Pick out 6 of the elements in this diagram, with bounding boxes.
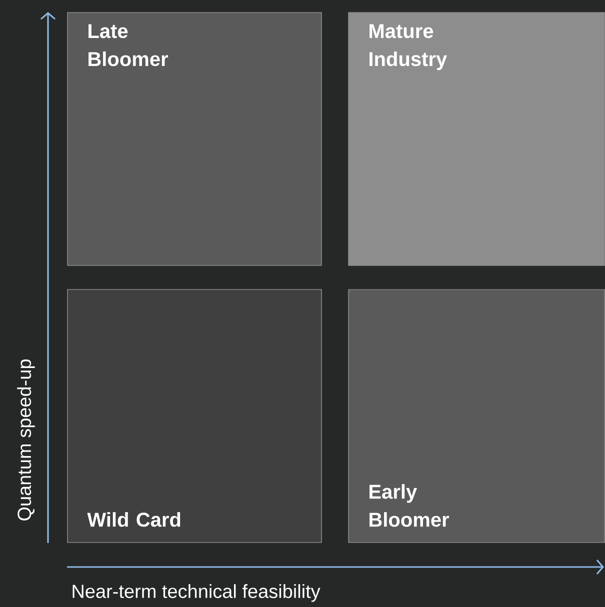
quadrant-box: Mature Industry	[348, 12, 605, 266]
quadrant-box: Early Bloomer	[348, 289, 605, 543]
axis-label: Quantum speed-up	[17, 360, 35, 520]
quadrant-box: Wild Card	[67, 289, 322, 543]
axis-label: Near-term technical feasibility	[72, 584, 320, 602]
quadrant-box: Late Bloomer	[67, 12, 322, 266]
